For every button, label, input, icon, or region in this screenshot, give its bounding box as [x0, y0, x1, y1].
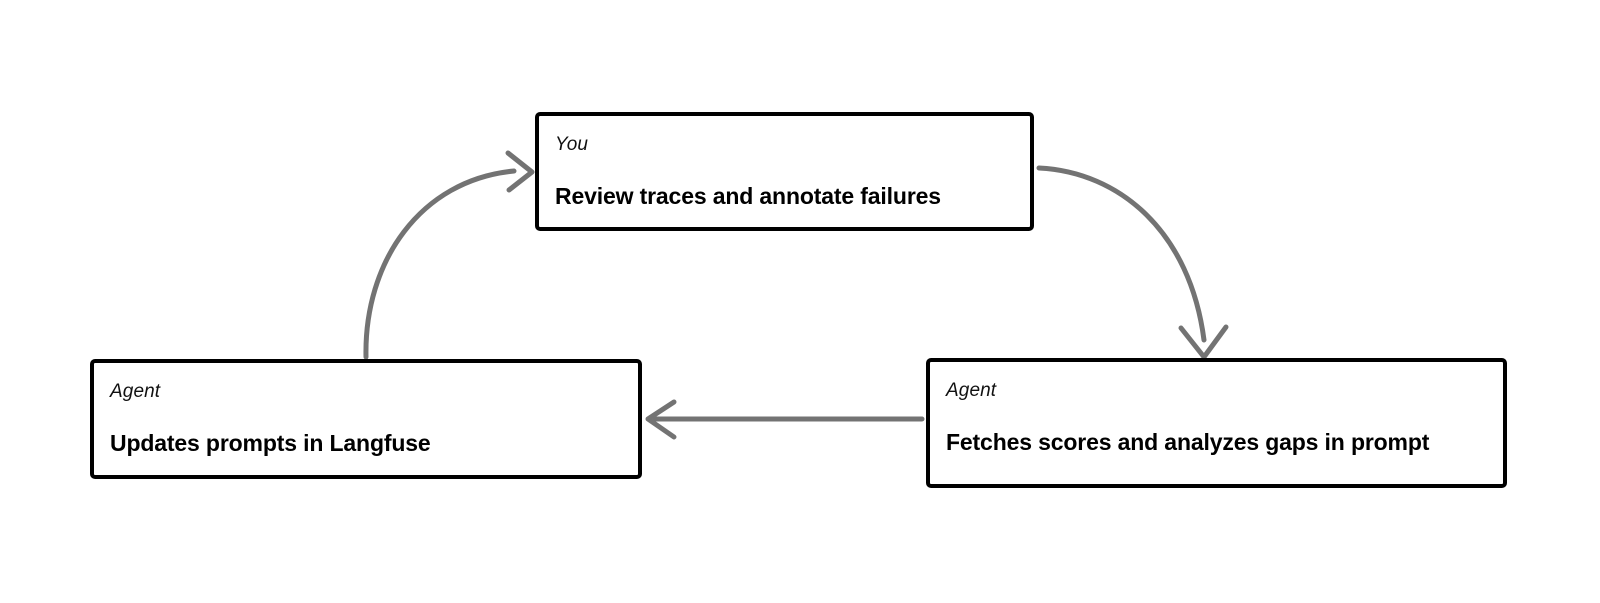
node-title-label: Review traces and annotate failures: [555, 183, 941, 209]
node-title-label: Fetches scores and analyzes gaps in prom…: [946, 429, 1430, 455]
edge-updates-to-you: [363, 150, 535, 360]
edge-you-to-fetch-scores: [1036, 165, 1229, 360]
node-role-label: Agent: [110, 381, 161, 402]
node-role-label: You: [555, 134, 589, 155]
edge-you-to-fetch-scores-line: [1036, 165, 1207, 343]
node-agent-updates-prompts[interactable]: Agent Updates prompts in Langfuse: [90, 359, 642, 479]
edge-fetch-scores-to-updates-arrowhead: [645, 399, 677, 440]
node-you-review-traces[interactable]: You Review traces and annotate failures: [535, 112, 1034, 231]
node-title-label: Updates prompts in Langfuse: [110, 430, 431, 456]
node-role-label: Agent: [946, 380, 997, 401]
edge-fetch-scores-to-updates: [645, 399, 925, 440]
edge-updates-to-you-arrowhead: [505, 150, 535, 193]
node-agent-fetches-scores[interactable]: Agent Fetches scores and analyzes gaps i…: [926, 358, 1507, 488]
edge-updates-to-you-line: [363, 168, 517, 360]
edge-you-to-fetch-scores-arrowhead: [1178, 324, 1229, 360]
